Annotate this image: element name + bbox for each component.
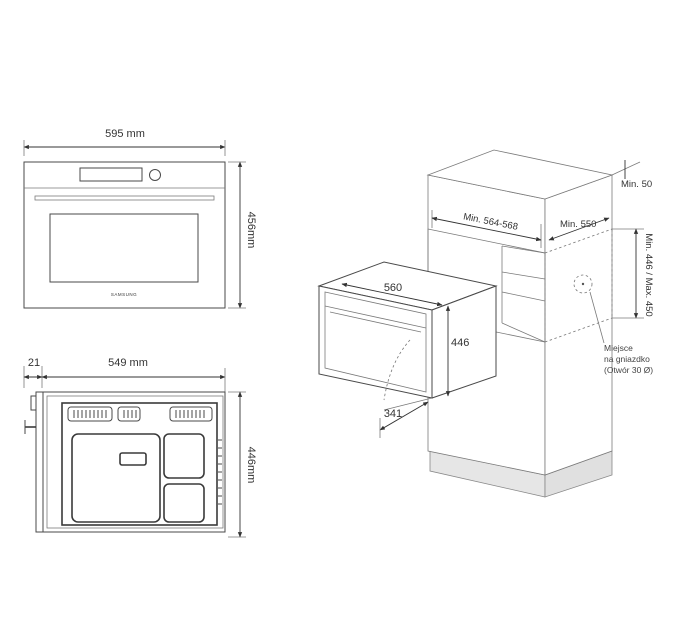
door-open-depth-label: 341 [384,408,402,420]
front-height-label: 456mm [245,212,257,249]
cutout-top-dashed [544,228,613,254]
door-handle [34,195,215,201]
vent-slots [67,406,213,422]
door-swing-arc [383,339,411,401]
niche-width-dimension-line [431,216,542,242]
door-glass [49,213,199,283]
cutout-bottom-dashed [544,317,613,343]
side-height-label: 446mm [245,447,257,484]
inner-frame [61,402,218,526]
side-view: 21 549 mm [23,357,257,538]
handle-profile [30,395,37,411]
oven-height-label: 446 [451,337,469,349]
oven-insert: 560 446 341 [317,261,498,438]
control-knob-icon [149,169,161,181]
installation-view: Min. 50 Min. 564-568 Min. 550 Min. 446 /… [317,149,654,498]
component-box-upper [163,433,205,479]
socket-leader-line [589,291,605,344]
oven-side-outline [42,391,226,533]
oven-front-outline [23,161,226,309]
component-box-lower [163,483,205,523]
cavity-light [119,452,147,466]
brand-logo: SAMSUNG [111,292,137,297]
door-profile [35,391,44,533]
min-top-label: Min. 50 [621,179,652,190]
niche-depth-label: Min. 550 [560,219,596,230]
door-depth-label: 21 [28,357,40,369]
socket-label-line3: (Otwór 30 Ø) [604,365,653,375]
display-window [79,167,143,182]
oven-cavity [71,433,161,523]
front-width-label: 595 mm [105,128,145,140]
oven-box-handle [329,311,422,333]
socket-hole-icon [573,274,593,294]
socket-label-line1: Miejsce [604,343,633,353]
door-depth-dimension-line [379,401,429,431]
niche-height-label: Min. 446 / Max. 450 [643,233,654,316]
front-view: 595 mm SAMSUNG 456mm [23,128,257,309]
oven-width-label: 560 [384,282,402,294]
side-depth-label: 549 mm [108,357,148,369]
oven-width-dimension-line [341,282,443,307]
socket-label-line2: na gniazdko [604,354,650,364]
niche-depth-dimension-line [548,217,610,241]
